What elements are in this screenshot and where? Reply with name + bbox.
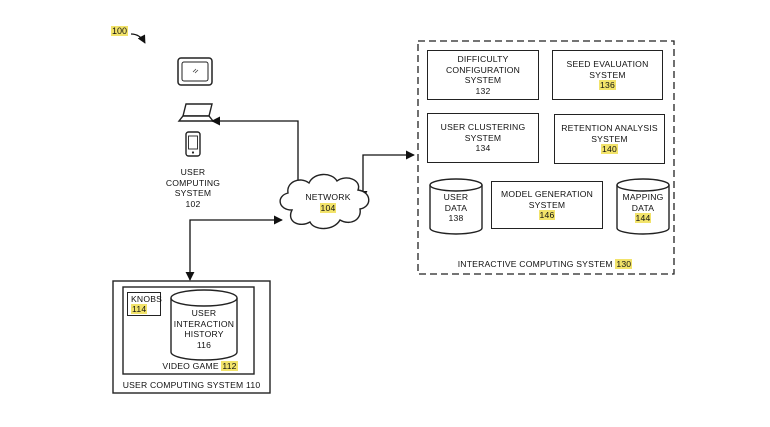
interactive-system-ref: 130 [615, 259, 633, 269]
mapping-data-cylinder [616, 178, 670, 235]
knobs-box: KNOBS 114 [127, 292, 162, 316]
user-computing-system-102-label: USER COMPUTING SYSTEM 102 [165, 167, 221, 209]
phone-icon [185, 131, 201, 157]
knobs-ref: 114 [131, 304, 148, 314]
network-ref: 104 [319, 202, 337, 213]
retention-ref: 140 [601, 144, 618, 155]
mapping-data-ref: 144 [634, 213, 652, 223]
video-game-box [122, 286, 255, 375]
interactive-system-border [417, 40, 675, 275]
model-gen-ref: 146 [538, 210, 556, 221]
figure-ref-label: 100 [111, 26, 129, 36]
monitor-icon [177, 57, 213, 86]
figure-ref-arrow [130, 33, 146, 44]
figure-ref-number: 100 [111, 26, 129, 36]
user-data-cylinder [429, 178, 483, 235]
retention-analysis-system: RETENTION ANALYSIS SYSTEM 140 [554, 114, 665, 164]
connector-network-interactive [358, 150, 415, 200]
difficulty-configuration-system: DIFFICULTY CONFIGURATION SYSTEM 132 [427, 50, 539, 100]
interactive-computing-system-label: INTERACTIVE COMPUTING SYSTEM 130 [457, 259, 633, 269]
network-label: NETWORK 104 [305, 192, 351, 213]
user-computing-system-110-label: USER COMPUTING SYSTEM 110 [122, 380, 261, 390]
seed-eval-ref: 136 [599, 80, 616, 91]
video-game-label: VIDEO GAME 112 [162, 361, 238, 371]
user-interaction-history-label: USER INTERACTION HISTORY 116 [173, 308, 235, 350]
user-data-label: USER DATA 138 [443, 192, 469, 223]
mapping-data-label: MAPPING DATA 144 [622, 192, 664, 223]
video-game-ref: 112 [221, 361, 238, 371]
laptop-icon [177, 103, 215, 122]
user-clustering-system: USER CLUSTERING SYSTEM 134 [427, 113, 539, 163]
connector-network-ucs110 [185, 215, 283, 281]
ucs110-outer-box [112, 280, 271, 394]
connector-devices-network [211, 116, 303, 194]
seed-evaluation-system: SEED EVALUATION SYSTEM 136 [552, 50, 663, 100]
history-cylinder [170, 289, 238, 361]
network-cloud-shape [279, 173, 370, 230]
model-generation-system: MODEL GENERATION SYSTEM 146 [491, 181, 603, 229]
